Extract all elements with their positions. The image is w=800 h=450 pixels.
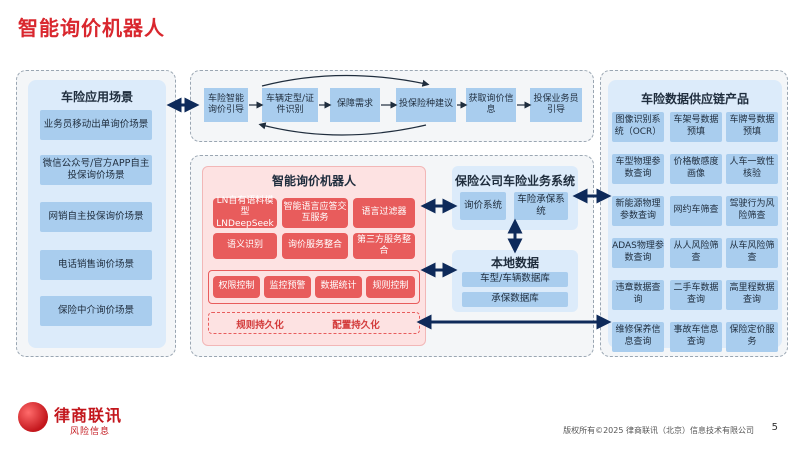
brand-subtitle: 风险信息 — [70, 427, 111, 437]
supply-chain-item: 保险定价服务 — [726, 322, 778, 352]
supply-chain-item: ADAS物理参数查询 — [612, 238, 664, 268]
supply-chain-item: 网约车筛查 — [670, 196, 722, 226]
supply-chain-heading: 车险数据供应链产品 — [640, 92, 749, 106]
robot-service: 询价服务整合 — [282, 233, 348, 259]
robot-service: LN自有语料模型LNDeepSeek — [213, 196, 277, 229]
robot-service: 第三方服务整合 — [353, 233, 415, 259]
flow-step: 保障需求 — [330, 88, 380, 122]
insurer-system: 询价系统 — [460, 192, 506, 220]
robot-service: 语言过滤器 — [353, 198, 415, 228]
supply-chain-item: 从人风险筛查 — [670, 238, 722, 268]
arrow — [258, 122, 427, 136]
robot-service: 智能语言应答交互服务 — [282, 198, 348, 228]
insurer-system: 车险承保系统 — [514, 192, 568, 220]
insurer-heading: 保险公司车险业务系统 — [454, 174, 575, 188]
supply-chain-item: 图像识别系统（OCR） — [612, 112, 664, 142]
scenario-item: 业务员移动出单询价场景 — [40, 110, 152, 140]
brand-name: 律商联讯 — [54, 406, 123, 425]
copyright: 版权所有©2025 律商联讯（北京）信息技术有限公司 — [563, 426, 754, 435]
flow-step: 车辆定型/证件识别 — [262, 88, 318, 122]
supply-chain-item: 违章数据查询 — [612, 280, 664, 310]
supply-chain-item: 二手车数据查询 — [670, 280, 722, 310]
supply-chain-item: 事故车信息查询 — [670, 322, 722, 352]
control-item: 规则控制 — [366, 276, 415, 298]
control-item: 数据统计 — [315, 276, 362, 298]
scenario-item: 网销自主投保询价场景 — [40, 202, 152, 232]
page-number: 5 — [771, 422, 778, 433]
scenario-heading: 车险应用场景 — [60, 90, 133, 104]
robot-service: 语义识别 — [213, 233, 277, 259]
arrow — [261, 74, 430, 87]
persistence-item: 配置持久化 — [332, 320, 380, 331]
scenario-item: 保险中介询价场景 — [40, 296, 152, 326]
control-item: 权限控制 — [213, 276, 260, 298]
scenario-item: 微信公众号/官方APP自主投保询价场景 — [40, 155, 152, 185]
supply-chain-item: 维修保养信息查询 — [612, 322, 664, 352]
supply-chain-item: 驾驶行为风险筛查 — [726, 196, 778, 226]
scenario-item: 电话销售询价场景 — [40, 250, 152, 280]
brand-logo-icon — [18, 402, 48, 432]
flow-step: 投保险种建议 — [396, 88, 456, 122]
supply-chain-item: 车牌号数据预填 — [726, 112, 778, 142]
local-data-heading: 本地数据 — [490, 256, 539, 270]
flow-step: 投保业务员引导 — [530, 88, 582, 122]
supply-chain-item: 车架号数据预填 — [670, 112, 722, 142]
flow-step: 车险智能询价引导 — [204, 88, 248, 122]
supply-chain-item: 车型物理参数查询 — [612, 154, 664, 184]
persistence-item: 规则持久化 — [236, 320, 284, 331]
page-title: 智能询价机器人 — [18, 16, 165, 40]
robot-heading: 智能询价机器人 — [271, 174, 356, 188]
supply-chain-item: 价格敏感度画像 — [670, 154, 722, 184]
supply-chain-item: 从车风险筛查 — [726, 238, 778, 268]
supply-chain-item: 人车一致性核验 — [726, 154, 778, 184]
supply-chain-item: 高里程数据查询 — [726, 280, 778, 310]
local-data-item: 承保数据库 — [462, 292, 568, 307]
flow-step: 获取询价信息 — [466, 88, 516, 122]
local-data-item: 车型/车辆数据库 — [462, 272, 568, 287]
supply-chain-item: 新能源物理参数查询 — [612, 196, 664, 226]
control-item: 监控预警 — [264, 276, 311, 298]
